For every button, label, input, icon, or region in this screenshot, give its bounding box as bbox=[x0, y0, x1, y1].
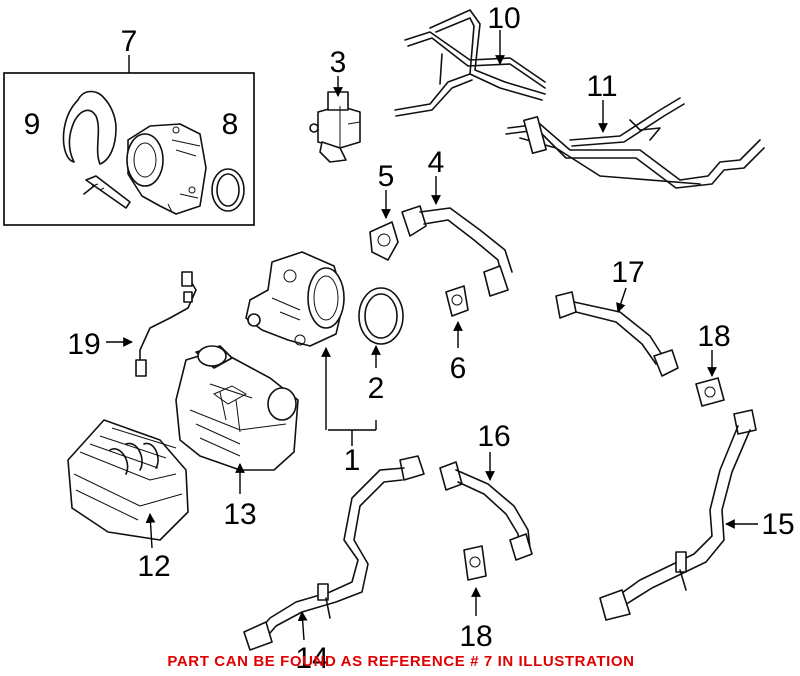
callout-13: 13 bbox=[223, 498, 256, 531]
callout-9: 9 bbox=[24, 108, 41, 141]
temperature-sensor[interactable] bbox=[135, 271, 197, 377]
callout-18-upper: 18 bbox=[697, 320, 730, 353]
callout-6: 6 bbox=[450, 352, 467, 385]
throttle-body-gasket[interactable] bbox=[358, 287, 404, 345]
egr-pipe-middle[interactable] bbox=[439, 461, 533, 561]
callout-18-lower: 18 bbox=[459, 620, 492, 653]
egr-gasket-seal[interactable] bbox=[62, 90, 117, 165]
callout-14: 14 bbox=[295, 642, 328, 675]
egr-valve-cooler[interactable] bbox=[175, 345, 299, 471]
egr-pipe-long[interactable] bbox=[599, 409, 757, 621]
callout-7: 7 bbox=[121, 25, 138, 58]
callout-4: 4 bbox=[428, 146, 445, 179]
o-ring-seal[interactable] bbox=[211, 168, 245, 212]
callout-10: 10 bbox=[487, 2, 520, 35]
egr-pipe-gasket[interactable] bbox=[369, 221, 399, 261]
callout-17: 17 bbox=[611, 256, 644, 289]
callout-15: 15 bbox=[761, 508, 794, 541]
egr-bolt[interactable] bbox=[83, 175, 131, 209]
egr-valve-body[interactable] bbox=[126, 123, 207, 215]
callout-1: 1 bbox=[344, 444, 361, 477]
callout-3: 3 bbox=[330, 46, 347, 79]
egr-gasket-middle[interactable] bbox=[463, 545, 487, 581]
reference-note: PART CAN BE FOUND AS REFERENCE # 7 IN IL… bbox=[167, 653, 634, 670]
vacuum-solenoid[interactable] bbox=[309, 91, 361, 163]
callout-19: 19 bbox=[67, 328, 100, 361]
egr-pipe-upper[interactable] bbox=[401, 205, 513, 297]
egr-cooler[interactable] bbox=[67, 419, 189, 541]
callout-8: 8 bbox=[222, 108, 239, 141]
egr-pipe-right[interactable] bbox=[555, 291, 679, 377]
callout-16: 16 bbox=[477, 420, 510, 453]
throttle-body[interactable] bbox=[245, 251, 345, 347]
vacuum-line-assembly[interactable] bbox=[505, 97, 765, 189]
coolant-pipe-assembly[interactable] bbox=[394, 9, 546, 117]
egr-gasket-right[interactable] bbox=[695, 377, 725, 407]
callout-2: 2 bbox=[368, 372, 385, 405]
callout-11: 11 bbox=[586, 70, 617, 103]
egr-flange-gasket[interactable] bbox=[445, 285, 469, 317]
callout-5: 5 bbox=[378, 160, 395, 193]
egr-pipe-lower[interactable] bbox=[243, 455, 425, 651]
callout-12: 12 bbox=[137, 550, 170, 583]
